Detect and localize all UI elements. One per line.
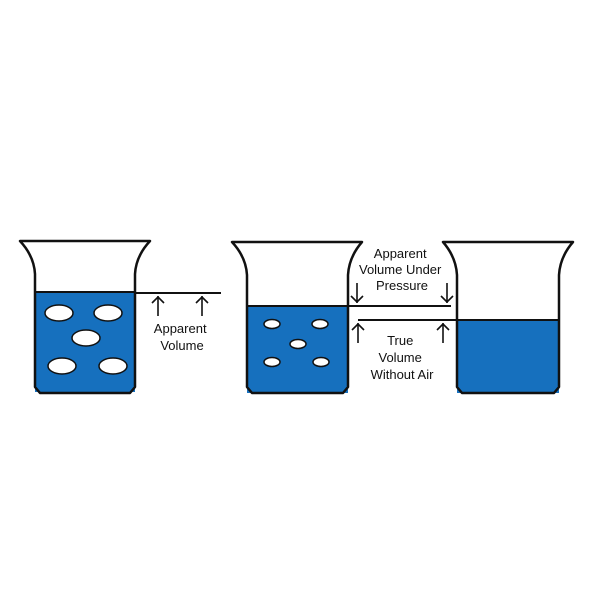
true-volume-label: True Volume Without Air bbox=[371, 333, 435, 382]
small-air-bubbles bbox=[263, 318, 330, 368]
apparent-volume-under-pressure-label: Apparent Volume Under Pressure bbox=[359, 246, 445, 293]
arrow-up-icon bbox=[351, 322, 450, 343]
large-air-bubbles bbox=[44, 304, 128, 375]
beaker-2-outline bbox=[230, 240, 364, 395]
beaker-3-outline bbox=[441, 240, 575, 395]
beaker-1 bbox=[18, 239, 152, 395]
beaker-3 bbox=[441, 240, 575, 395]
beaker-1-outline bbox=[18, 239, 152, 395]
arrow-up-icon bbox=[151, 295, 209, 316]
beaker-2-liquid bbox=[247, 306, 348, 393]
beaker-3-liquid bbox=[457, 320, 559, 393]
arrow-down-icon bbox=[350, 283, 454, 304]
apparent-volume-label: Apparent Volume bbox=[154, 321, 210, 353]
beaker-2 bbox=[230, 240, 364, 395]
